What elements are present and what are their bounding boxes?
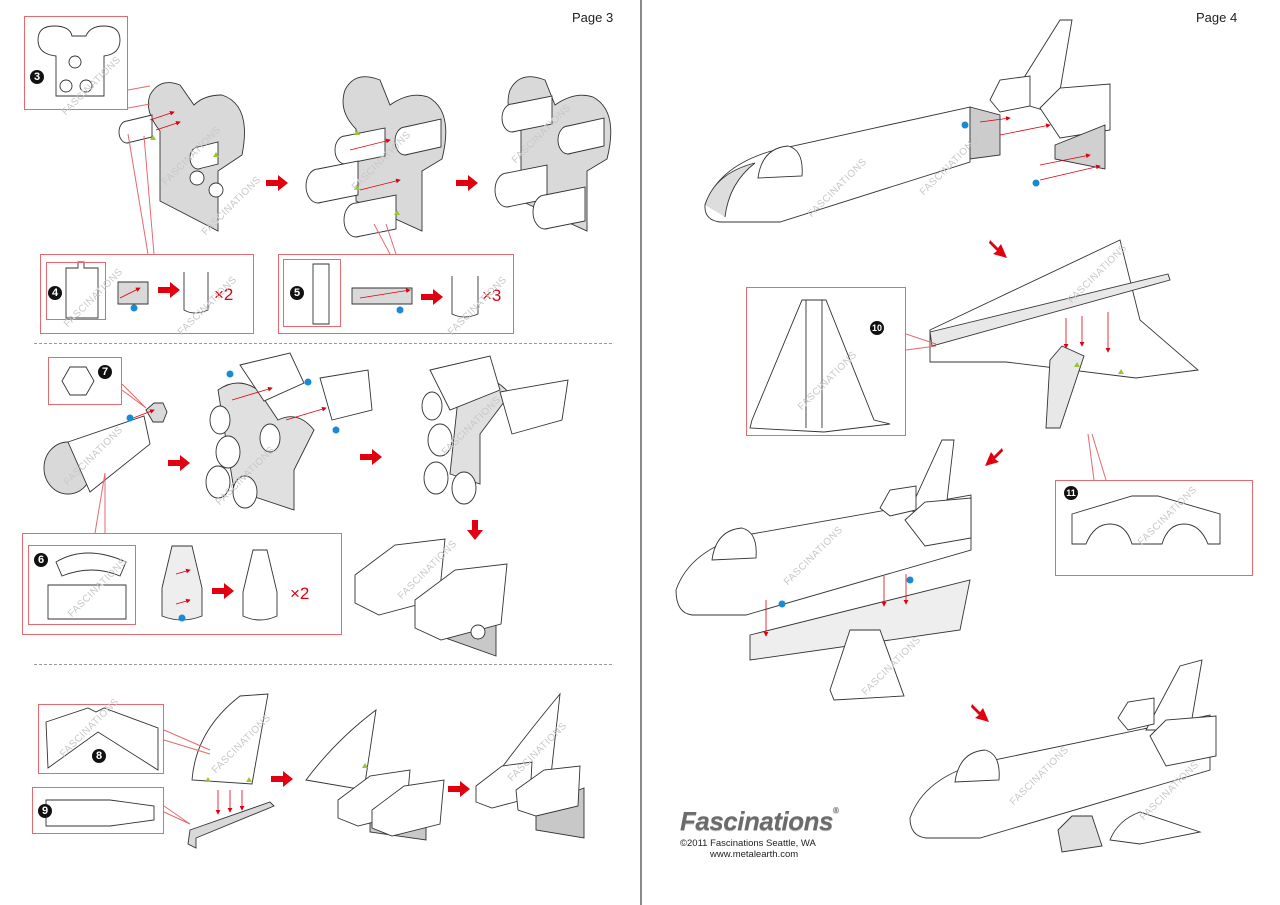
wing-assembly [929,239,1200,429]
callout-step-4-part [46,262,106,320]
step3-assembly [118,82,245,232]
engine-pair [354,538,508,657]
callout-step-5-part [283,259,341,327]
callout-step-6 [22,533,342,635]
step-badge-8: 8 [92,749,106,763]
engine-assembly-result [421,355,569,505]
step7-hex [145,402,168,423]
tab-markers [150,130,1124,782]
step-badge-7: 7 [98,365,112,379]
process-arrows [158,175,1007,797]
step10-wing-flat [749,299,891,433]
section-separator [34,664,612,665]
multiplier-step-4: ×2 [214,285,234,304]
step4-cylinder [183,272,209,314]
callout-step-8 [38,704,164,774]
step8-flat-part [45,707,159,771]
shuttle-final [909,659,1217,853]
step3-flat-part [37,25,121,97]
step-badge-10: 10 [870,321,884,335]
registered-mark: ® [832,806,839,815]
step5-cylinder [451,276,479,318]
step6-nozzle [242,549,278,621]
callout-leaders [94,85,1107,825]
fin-base [187,801,275,849]
step-badge-11: 11 [1064,486,1078,500]
step3-result [305,76,447,238]
step7-hex-flat [61,366,95,396]
step4-rolling [117,281,149,305]
page-number-3: Page 3 [572,10,614,25]
callout-step-3 [24,16,128,110]
step6-nozzle-rolling [161,545,203,621]
step-badge-3: 3 [30,70,44,84]
step-badge-5: 5 [290,286,304,300]
step9-flat-part [45,799,155,827]
nozzle-assembly [43,415,151,495]
tail-engines-assembly [305,708,445,841]
page-divider [640,0,642,905]
website-link[interactable]: www.metalearth.com [710,849,799,860]
shuttle-assembly-step9 [704,19,1111,223]
callout-step-5 [278,254,514,334]
step-badge-6: 6 [34,553,48,567]
section-separator [34,343,612,344]
brand-name: Fascinations [680,806,833,836]
copyright-text: ©2011 Fascinations Seattle, WA [680,838,816,849]
callout-step-10 [746,287,906,436]
shuttle-assembly-step10 [675,439,972,701]
callout-step-6-part [28,545,136,625]
engine-assembly-mid [205,352,373,511]
tail-fin [191,693,269,785]
callout-step-4 [40,254,254,334]
multiplier-step-6: ×2 [290,584,310,603]
callout-step-11 [1055,480,1253,576]
callout-step-7 [48,357,122,405]
step6-curved-part [55,552,127,577]
step5-flat-part [312,263,330,325]
brand-logo: Fascinations® [680,806,839,837]
connector-dots [126,121,1040,622]
step-badge-4: 4 [48,286,62,300]
step6-flat-part [47,584,127,620]
page-number-4: Page 4 [1196,10,1238,25]
multiplier-step-5: ×3 [482,286,502,305]
callout-step-9 [32,787,164,834]
step11-stand-flat [1071,495,1221,545]
step-badge-9: 9 [38,804,52,818]
step3-final [494,76,612,232]
tail-engines-final [475,692,585,839]
assembly-direction-arrows [119,110,1111,815]
